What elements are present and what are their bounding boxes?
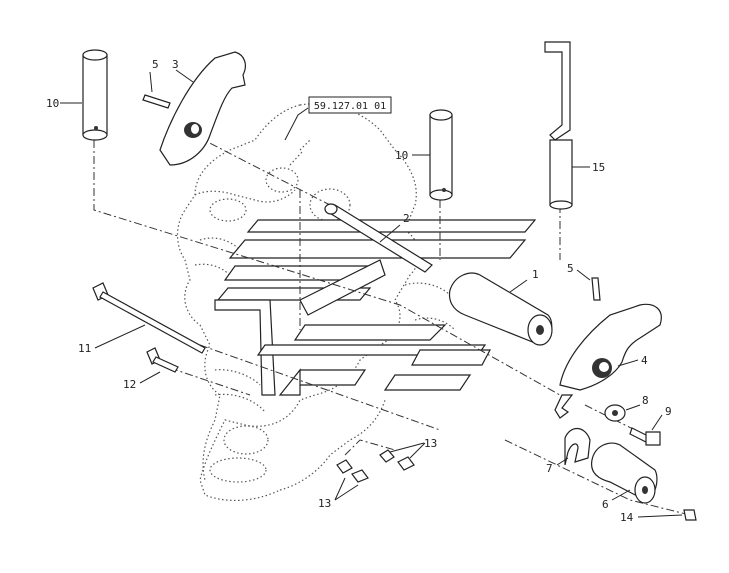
callout-8: 8 xyxy=(642,394,649,407)
bolt-9 xyxy=(629,427,661,446)
pin-10-right xyxy=(429,109,453,201)
callout-10-right: 10 xyxy=(395,149,408,162)
leader-lines xyxy=(60,69,683,518)
cylinder-1 xyxy=(448,272,553,346)
callout-13-upper: 13 xyxy=(424,437,437,450)
roll-pin-5-upper xyxy=(142,94,171,109)
callout-11: 11 xyxy=(78,342,91,355)
callout-6: 6 xyxy=(602,498,609,511)
lever-3 xyxy=(159,51,246,166)
fitting-14 xyxy=(683,509,697,521)
nuts-13 xyxy=(336,449,415,483)
roll-pin-5-right xyxy=(591,277,601,301)
callout-5-upper: 5 xyxy=(152,58,159,71)
logo-graphic xyxy=(214,219,537,396)
callout-13-lower: 13 xyxy=(318,497,331,510)
callout-5-right: 5 xyxy=(567,262,574,275)
hook-bar-15 xyxy=(544,41,573,210)
callout-14: 14 xyxy=(620,511,634,524)
callout-3: 3 xyxy=(172,58,179,71)
washer-8 xyxy=(604,404,626,422)
reference-label: 59.127.01 01 xyxy=(314,101,386,112)
callout-2: 2 xyxy=(403,212,410,225)
callout-1: 1 xyxy=(532,268,539,281)
callout-12: 12 xyxy=(123,378,136,391)
callout-7: 7 xyxy=(546,462,553,475)
callout-4: 4 xyxy=(641,354,648,367)
callout-labels: 1 2 3 4 5 5 6 7 8 9 10 10 11 12 13 13 14… xyxy=(46,58,672,524)
lever-4 xyxy=(554,303,662,419)
callout-15: 15 xyxy=(592,161,605,174)
callout-10-left: 10 xyxy=(46,97,59,110)
pin-10-left xyxy=(82,49,108,141)
reference-box: 59.127.01 01 xyxy=(308,96,392,114)
clamp-7 xyxy=(564,427,591,466)
bolt-11 xyxy=(92,282,206,354)
bolt-12 xyxy=(146,347,179,373)
cylinder-6 xyxy=(590,442,658,504)
rod-2 xyxy=(324,203,433,273)
callout-9: 9 xyxy=(665,405,672,418)
